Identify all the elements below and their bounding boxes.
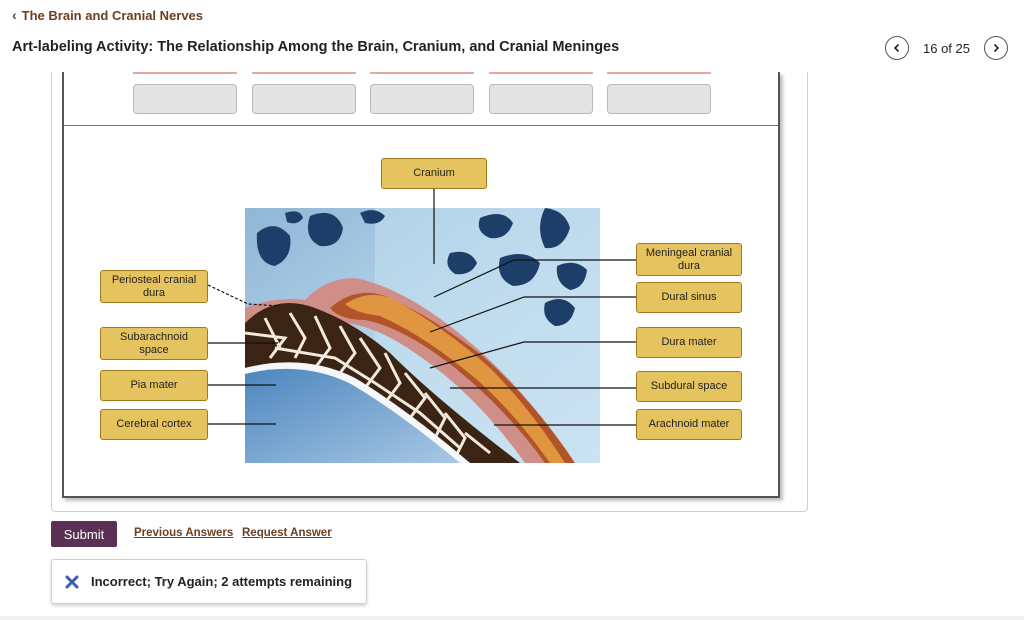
label-subdural-space[interactable]: Subdural space [636, 371, 742, 402]
label-arachnoid-mater[interactable]: Arachnoid mater [636, 409, 742, 440]
previous-answers-link[interactable]: Previous Answers [134, 527, 234, 539]
label-bank-slot[interactable] [133, 84, 237, 114]
submit-button[interactable]: Submit [51, 521, 117, 547]
bank-slot-divider [370, 72, 474, 74]
feedback-box: Incorrect; Try Again; 2 attempts remaini… [51, 559, 367, 604]
pager-count: 16 of 25 [923, 40, 970, 56]
label-pia-mater[interactable]: Pia mater [100, 370, 208, 401]
leader-lines [207, 189, 636, 426]
feedback-message: Incorrect; Try Again; 2 attempts remaini… [91, 574, 353, 589]
bank-slot-divider [607, 72, 711, 74]
previous-item-button[interactable] [885, 36, 909, 60]
label-cranium[interactable]: Cranium [381, 158, 487, 189]
label-dural-sinus[interactable]: Dural sinus [636, 282, 742, 313]
label-bank-slot[interactable] [370, 84, 474, 114]
label-bank-slot[interactable] [607, 84, 711, 114]
label-meningeal-cranial-dura[interactable]: Meningeal cranial dura [636, 243, 742, 276]
bank-slot-divider [489, 72, 593, 74]
page-footer-shadow [0, 616, 1024, 620]
activity-frame [51, 72, 808, 512]
chevron-left-icon [893, 43, 900, 53]
bank-divider [64, 125, 778, 126]
chevron-right-icon [993, 43, 1000, 53]
request-answer-link[interactable]: Request Answer [242, 527, 332, 539]
next-item-button[interactable] [984, 36, 1008, 60]
page-title: Art-labeling Activity: The Relationship … [12, 39, 620, 55]
labeling-canvas: Cranium Periosteal cranial dura Subarach… [62, 72, 780, 498]
chevron-left-icon: ‹ [12, 7, 17, 23]
label-bank-slot[interactable] [489, 84, 593, 114]
breadcrumb-back-link[interactable]: ‹ The Brain and Cranial Nerves [12, 7, 203, 23]
label-subarachnoid-space[interactable]: Subarachnoid space [100, 327, 208, 360]
x-icon [65, 575, 79, 588]
pager: 16 of 25 [885, 36, 1008, 60]
bank-slot-divider [252, 72, 356, 74]
label-cerebral-cortex[interactable]: Cerebral cortex [100, 409, 208, 440]
meninges-illustration [245, 208, 600, 463]
label-dura-mater[interactable]: Dura mater [636, 327, 742, 358]
bank-slot-divider [133, 72, 237, 74]
label-bank-slot[interactable] [252, 84, 356, 114]
breadcrumb-label: The Brain and Cranial Nerves [21, 7, 204, 23]
label-periosteal-cranial-dura[interactable]: Periosteal cranial dura [100, 270, 208, 303]
